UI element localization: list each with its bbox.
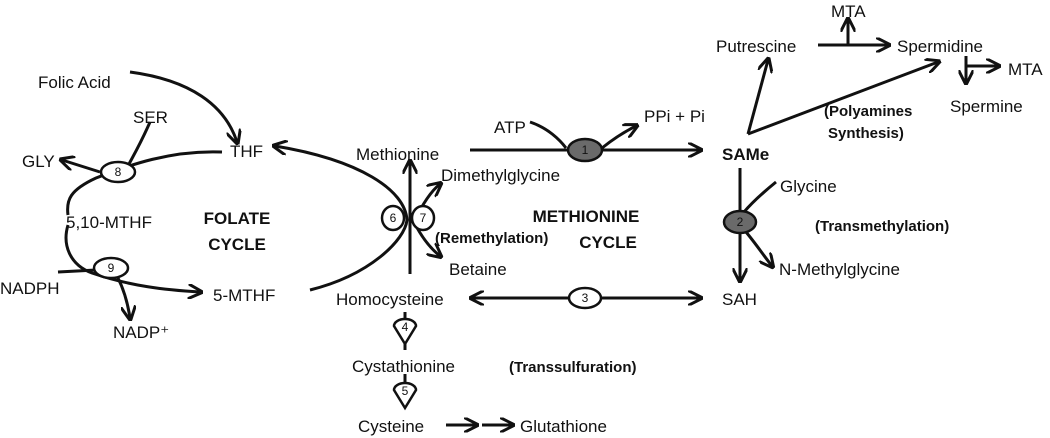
folate-cycle-title-line1: FOLATE <box>204 209 271 228</box>
svg-text:4: 4 <box>402 320 409 334</box>
label-atp: ATP <box>494 118 526 137</box>
label-glycine: Glycine <box>780 177 837 196</box>
label-cysteine: Cysteine <box>358 417 424 436</box>
svg-text:8: 8 <box>115 165 122 179</box>
label-cystathionine: Cystathionine <box>352 357 455 376</box>
label-gly: GLY <box>22 152 55 171</box>
svg-text:7: 7 <box>420 211 427 225</box>
label-spermidine: Spermidine <box>897 37 983 56</box>
svg-text:6: 6 <box>390 211 397 225</box>
svg-text:2: 2 <box>737 215 744 229</box>
label-n-methylglycine: N-Methylglycine <box>779 260 900 279</box>
arrow-thf-to-5-10-mthf <box>66 150 223 216</box>
enzyme-4-node: 4 <box>392 317 418 347</box>
label-mta-top: MTA <box>831 2 866 21</box>
label-thf: THF <box>230 142 263 161</box>
label-homocysteine: Homocysteine <box>336 290 444 309</box>
arrow-atp-in <box>529 120 568 149</box>
arrow-nadph-in <box>57 268 97 274</box>
svg-text:3: 3 <box>582 291 589 305</box>
arrow-5-mthf-to-thf <box>275 146 409 292</box>
enzyme-5-node: 5 <box>392 381 418 411</box>
enzyme-2-node: 2 <box>722 209 758 235</box>
label-putrescine: Putrescine <box>716 37 796 56</box>
arrow-folic-acid-to-thf <box>129 70 237 142</box>
label-sah: SAH <box>722 290 757 309</box>
arrow-glycine-in <box>742 180 777 213</box>
arrow-enzyme-9-to-nadp <box>116 277 130 318</box>
label-spermine: Spermine <box>950 97 1023 116</box>
folate-cycle-title-line2: CYCLE <box>208 235 266 254</box>
enzyme-1-node: 1 <box>566 137 604 163</box>
svg-text:1: 1 <box>582 143 589 157</box>
process-transsulfuration: (Transsulfuration) <box>509 359 637 376</box>
label-5-mthf: 5-MTHF <box>213 286 275 305</box>
enzyme-9-node: 9 <box>92 256 130 280</box>
label-same: SAMe <box>722 145 769 164</box>
process-polyamines-line2: Synthesis) <box>828 125 904 142</box>
label-mta-right: MTA <box>1008 60 1043 79</box>
label-nadph: NADPH <box>0 279 60 298</box>
label-glutathione: Glutathione <box>520 417 607 436</box>
process-remethylation: (Remethylation) <box>435 230 548 247</box>
enzyme-6-node: 6 <box>380 204 406 232</box>
label-ser: SER <box>133 108 168 127</box>
label-methionine: Methionine <box>356 145 439 164</box>
label-nadp: NADP⁺ <box>113 323 169 342</box>
methionine-cycle-title-line1: METHIONINE <box>533 207 640 226</box>
label-5-10-mthf: 5,10-MTHF <box>66 213 152 232</box>
label-dimethylglycine: Dimethylglycine <box>441 166 560 185</box>
enzyme-7-node: 7 <box>410 204 436 232</box>
arrow-same-to-spermidine <box>747 62 938 136</box>
arrow-n-methylglycine-out <box>744 231 772 266</box>
arrow-enzyme-8-to-gly <box>62 160 101 174</box>
arrow-same-to-putrescine <box>746 60 768 135</box>
arrow-ppi-out <box>601 126 636 150</box>
methionine-cycle-title-line2: CYCLE <box>579 233 637 252</box>
process-polyamines-line1: (Polyamines <box>824 103 912 120</box>
process-transmethylation: (Transmethylation) <box>815 218 949 235</box>
label-folic-acid: Folic Acid <box>38 73 111 92</box>
svg-text:9: 9 <box>108 261 115 275</box>
svg-text:5: 5 <box>402 384 409 398</box>
arrow-5-10-mthf-to-5-mthf <box>64 224 200 292</box>
enzyme-3-node: 3 <box>567 286 603 310</box>
enzyme-8-node: 8 <box>99 160 137 184</box>
label-betaine: Betaine <box>449 260 507 279</box>
label-ppi-pi: PPi + Pi <box>644 107 705 126</box>
